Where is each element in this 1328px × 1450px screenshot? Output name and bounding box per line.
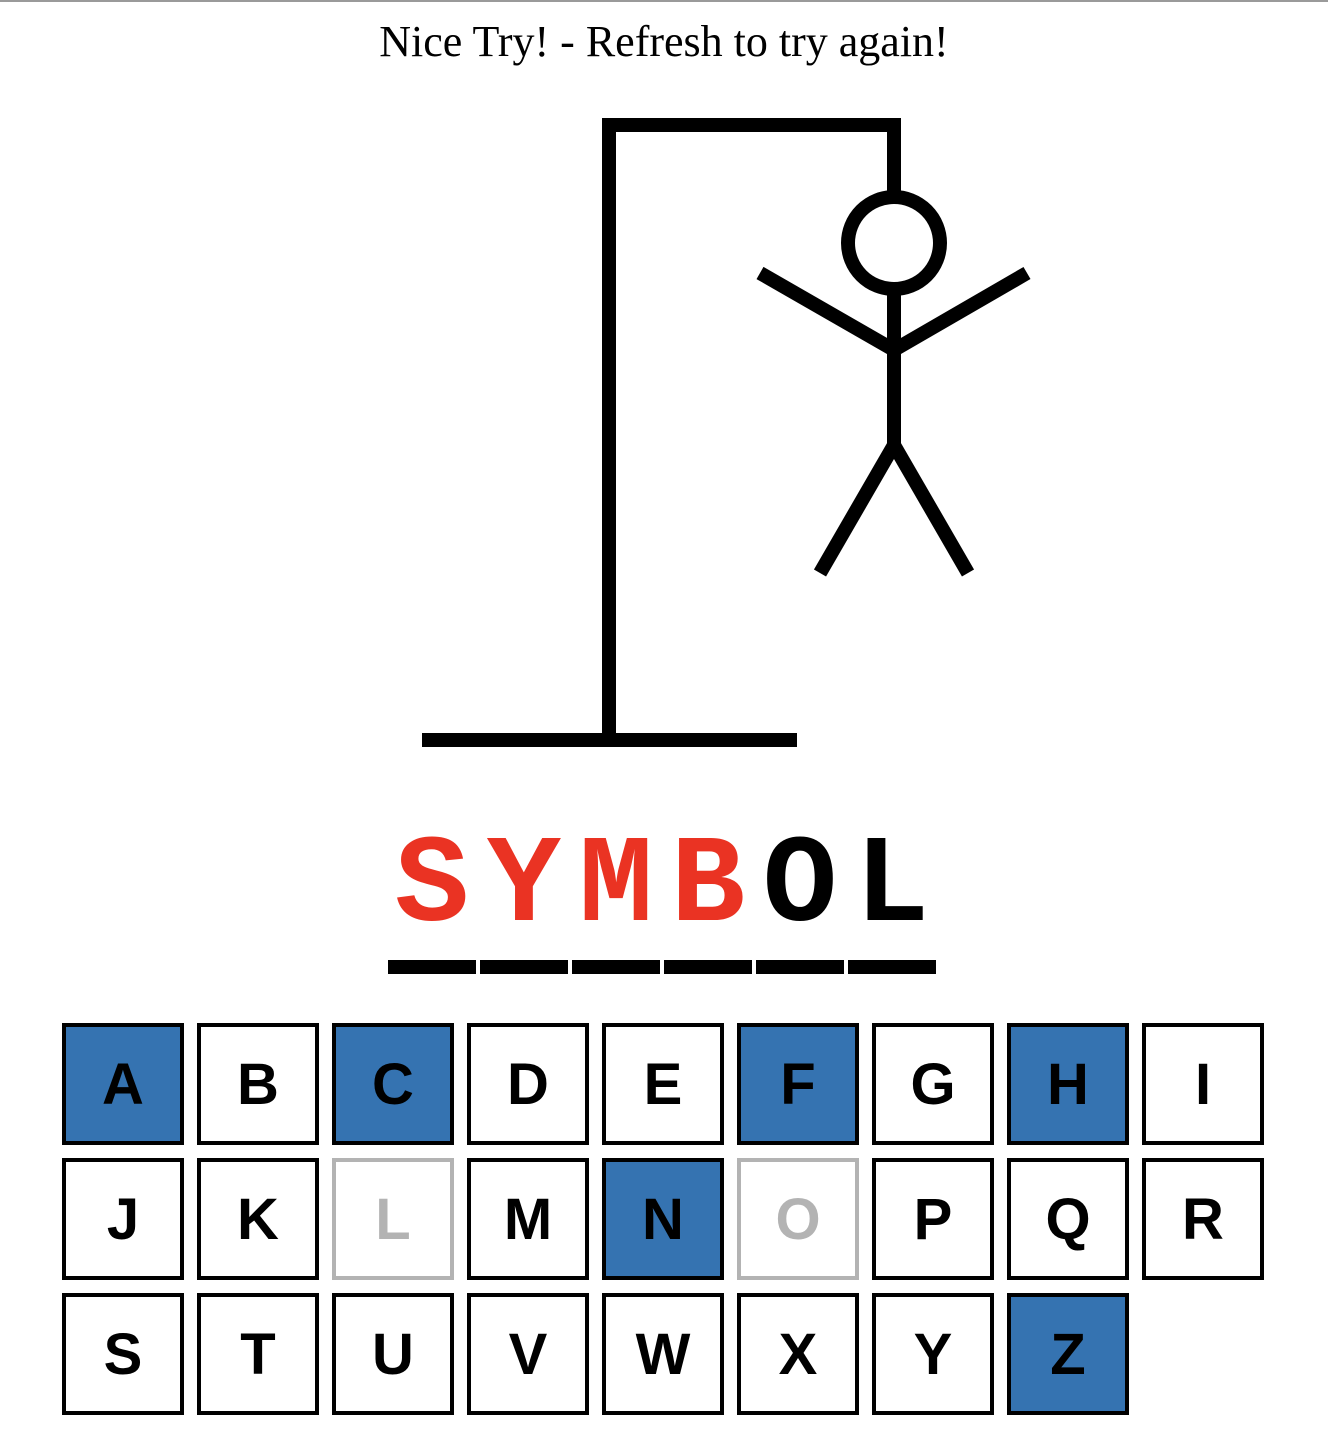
key-d[interactable]: D xyxy=(467,1023,589,1145)
key-q[interactable]: Q xyxy=(1007,1158,1129,1280)
letter-slot: M xyxy=(572,826,660,976)
letter-slot: Y xyxy=(480,826,568,976)
slot-letter: B xyxy=(670,818,746,958)
letter-keyboard: A B C D E F G H I J K L M N O P Q R S T … xyxy=(62,1023,1266,1415)
key-s[interactable]: S xyxy=(62,1293,184,1415)
key-y[interactable]: Y xyxy=(872,1293,994,1415)
key-t[interactable]: T xyxy=(197,1293,319,1415)
slot-underline xyxy=(388,960,476,974)
slot-letter: M xyxy=(578,818,654,958)
letter-slot: L xyxy=(848,826,936,976)
hangman-right-leg xyxy=(887,441,975,577)
word-display: S Y M B O L xyxy=(388,826,940,976)
key-m[interactable]: M xyxy=(467,1158,589,1280)
key-e[interactable]: E xyxy=(602,1023,724,1145)
slot-underline xyxy=(572,960,660,974)
key-p[interactable]: P xyxy=(872,1158,994,1280)
top-border xyxy=(0,0,1328,2)
hangman-right-arm xyxy=(890,266,1031,357)
key-x[interactable]: X xyxy=(737,1293,859,1415)
letter-slot: S xyxy=(388,826,476,976)
key-b[interactable]: B xyxy=(197,1023,319,1145)
key-r[interactable]: R xyxy=(1142,1158,1264,1280)
hangman-head xyxy=(841,190,947,296)
key-w[interactable]: W xyxy=(602,1293,724,1415)
slot-underline xyxy=(664,960,752,974)
key-l[interactable]: L xyxy=(332,1158,454,1280)
key-z[interactable]: Z xyxy=(1007,1293,1129,1415)
key-j[interactable]: J xyxy=(62,1158,184,1280)
key-o[interactable]: O xyxy=(737,1158,859,1280)
key-i[interactable]: I xyxy=(1142,1023,1264,1145)
key-g[interactable]: G xyxy=(872,1023,994,1145)
key-v[interactable]: V xyxy=(467,1293,589,1415)
key-u[interactable]: U xyxy=(332,1293,454,1415)
hangman-left-leg xyxy=(813,441,901,577)
key-c[interactable]: C xyxy=(332,1023,454,1145)
slot-letter: O xyxy=(762,818,838,958)
key-a[interactable]: A xyxy=(62,1023,184,1145)
hangman-left-arm xyxy=(756,266,898,357)
slot-letter: S xyxy=(394,818,470,958)
hangman-drawing xyxy=(422,118,1031,747)
letter-slot: O xyxy=(756,826,844,976)
slot-underline xyxy=(480,960,568,974)
key-h[interactable]: H xyxy=(1007,1023,1129,1145)
slot-letter: Y xyxy=(486,818,562,958)
letter-slot: B xyxy=(664,826,752,976)
slot-underline xyxy=(756,960,844,974)
slot-letter: L xyxy=(854,818,930,958)
status-message: Nice Try! - Refresh to try again! xyxy=(379,17,949,66)
key-n[interactable]: N xyxy=(602,1158,724,1280)
key-f[interactable]: F xyxy=(737,1023,859,1145)
slot-underline xyxy=(848,960,936,974)
key-k[interactable]: K xyxy=(197,1158,319,1280)
